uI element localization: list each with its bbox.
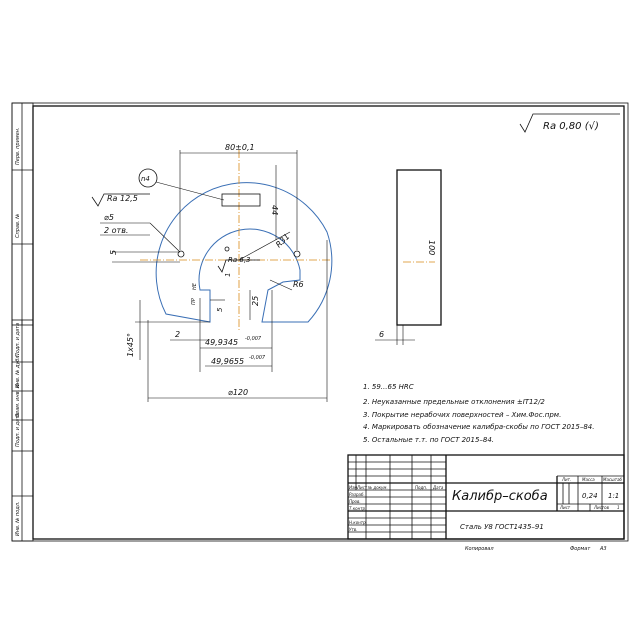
dim-2-text: 2 xyxy=(175,330,180,339)
role-razrab: Разраб. xyxy=(349,492,365,497)
inner-dims: НЕ ПР 1 5 25 xyxy=(191,273,260,320)
general-roughness-text: Ra 0,80 (√) xyxy=(543,121,599,132)
footer: Копировал Формат А3 xyxy=(465,546,607,552)
stamp-sprav: Справ. № xyxy=(15,214,21,238)
hdr-mass: Масса xyxy=(582,477,595,482)
dim-100-text: 100 xyxy=(427,240,436,255)
center-mark xyxy=(224,246,230,252)
copied-label: Копировал xyxy=(465,546,494,552)
stamp-vzam: Взам. инв. № xyxy=(15,383,21,417)
hdr-izm: Изм. xyxy=(349,485,358,490)
part-name: Калибр–скоба xyxy=(452,489,548,504)
dim-5-left-text: 5 xyxy=(109,250,118,255)
note-4: 4. Маркировать обозначение калибра-скобы… xyxy=(363,423,594,431)
dim-120: ⌀120 xyxy=(147,240,328,402)
hdr-data: Дата xyxy=(432,485,444,490)
dim-44: 44 xyxy=(270,165,279,240)
hole-left xyxy=(177,250,185,258)
dim-44-text: 44 xyxy=(270,205,279,215)
stamp-podp1: Подп. и дата xyxy=(15,323,21,357)
note-3: 3. Покрытие нерабочих поверхностей – Хим… xyxy=(363,411,561,419)
hole-right xyxy=(293,250,301,258)
nogo-tol-text: -0,007 xyxy=(249,355,266,361)
side-view-plate xyxy=(396,169,442,326)
ne-text: НЕ xyxy=(192,282,198,290)
hdr-sheet: Лист xyxy=(559,505,571,510)
sheets-value: 1 xyxy=(617,505,620,510)
hdr-podp: Подп. xyxy=(415,485,427,490)
inner-frame xyxy=(32,105,625,540)
role-utv: Утв. xyxy=(349,527,357,532)
note-1: 1. 59...65 HRC xyxy=(363,383,414,391)
dim-5b-text: 5 xyxy=(216,307,224,312)
hole-count-text: 2 отв. xyxy=(104,226,128,235)
format-value: А3 xyxy=(599,546,607,552)
side-view: 6 100 xyxy=(375,169,442,345)
role-tkontr: Т.контр. xyxy=(349,506,366,511)
ra125-text: Ra 12,5 xyxy=(107,194,138,203)
dim-1-text: 1 xyxy=(224,273,232,277)
outer-frame xyxy=(11,102,629,542)
go-nogo-dims: 49,9345 -0,007 49,9655 -0,007 xyxy=(199,290,273,372)
chamfer-text: 1x45° xyxy=(126,333,135,357)
role-prov: Пров. xyxy=(349,499,361,504)
hdr-list: Лист xyxy=(356,485,368,490)
chamfer-dims: 1x45° 2 xyxy=(126,300,210,360)
stamp-perv: Перв. примен. xyxy=(15,127,21,165)
mass-value: 0,24 xyxy=(582,492,598,500)
role-nkontr: Н.контр. xyxy=(349,520,367,525)
dim-6-text: 6 xyxy=(379,330,384,339)
nogo-size-text: 49,9655 xyxy=(211,357,244,366)
caliper-outline xyxy=(155,182,333,323)
part-material: Сталь У8 ГОСТ1435–91 xyxy=(460,523,544,531)
caliper-part xyxy=(140,150,333,330)
dim-80: 80±0,1 xyxy=(179,143,298,250)
stamp-inv-dubl: Инв. № дубл. xyxy=(15,354,21,388)
hdr-lit: Лит. xyxy=(561,477,571,482)
tech-notes: 1. 59...65 HRC 2. Неуказанные предельные… xyxy=(363,383,594,444)
go-tol-text: -0,007 xyxy=(245,336,262,342)
pr-text: ПР xyxy=(191,298,197,305)
left-stamp-strip: Перв. примен. Справ. № Подп. и дата Инв.… xyxy=(11,102,34,542)
dim-80-text: 80±0,1 xyxy=(225,143,255,152)
n4-text: n4 xyxy=(141,175,150,183)
go-size-text: 49,9345 xyxy=(205,338,238,347)
hdr-scale: Масштаб xyxy=(603,477,623,482)
hole-callout: Ra 12,5 ⌀5 2 отв. xyxy=(91,193,181,253)
hole-d-text: ⌀5 xyxy=(104,213,114,222)
ra63-text: Ra 6,3 xyxy=(228,256,251,264)
dim-5-left: 5 xyxy=(109,250,180,263)
dim-120-text: ⌀120 xyxy=(228,388,248,397)
hdr-sheets: Листов xyxy=(593,505,610,510)
hdr-docum: № докум. xyxy=(367,485,388,490)
n4-callout: n4 xyxy=(138,168,225,201)
marking-slot xyxy=(221,193,261,207)
scale-value: 1:1 xyxy=(608,492,619,500)
format-label: Формат xyxy=(570,546,591,552)
note-5: 5. Остальные т.т. по ГОСТ 2015–84. xyxy=(363,436,494,444)
r6-text: R6 xyxy=(293,280,304,289)
stamp-podp2: Подп. и дата xyxy=(15,413,21,447)
title-block: Изм. Лист № докум. Подп. Дата Разраб. Пр… xyxy=(347,454,625,540)
stamp-inv-podl: Инв. № подл. xyxy=(15,502,21,537)
general-roughness: Ra 0,80 (√) xyxy=(519,113,620,133)
dim-25-text: 25 xyxy=(251,296,260,306)
note-2: 2. Неуказанные предельные отклонения ±IT… xyxy=(363,398,545,406)
